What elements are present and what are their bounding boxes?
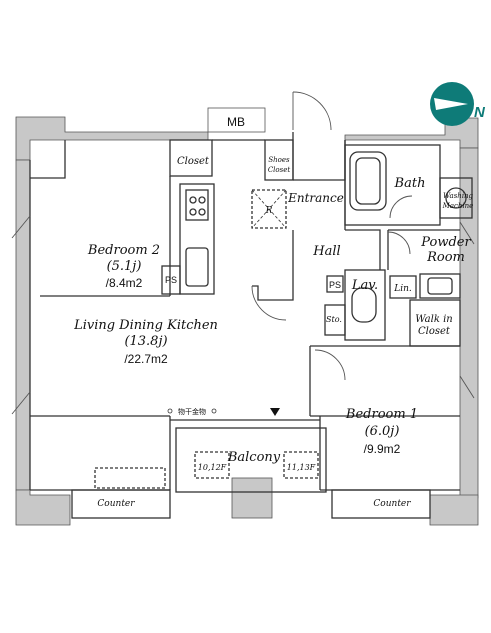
washing-machine-label-2: Machine [442,202,474,210]
ldk-area: /22.7m2 [124,352,168,366]
powder-room-label-1: Powder [420,235,471,250]
bath-label: Bath [394,176,426,191]
hall-label: Hall [312,244,340,259]
compass-letter: N [474,104,486,121]
entrance-label: Entrance [287,191,344,205]
ldk-size-j: (13.8j) [124,334,167,349]
exterior-walls [15,107,479,526]
ldk-name: Living Dining Kitchen [73,318,218,333]
shoes-closet-label-2: Closet [268,166,291,174]
shoes-closet-label-1: Shoes [268,156,290,164]
counter-right-label: Counter [373,499,411,509]
closet-label: Closet [177,156,210,167]
washing-machine-label-1: Washing [443,192,474,200]
ps-1-label: PS [165,275,177,285]
compass-icon: N [430,82,486,126]
refrigerator-label: R [265,206,273,216]
unit-floors-right: 11,13F [287,463,316,472]
interior-walls [29,132,473,519]
door-swings [11,91,475,415]
walk-in-closet-label-1: Walk in [415,314,452,325]
sto-label: Sto. [326,315,342,324]
drying-rack-hook-icon [167,408,173,414]
bedroom1-area: /9.9m2 [364,442,401,456]
entry-arrow-icon [270,408,280,416]
bedroom2-name: Bedroom 2 [87,243,160,258]
unit-floors-left: 10,12F [198,463,227,472]
bedroom2-size-j: (5.1j) [107,259,142,274]
lav-label: Lav. [351,278,378,293]
powder-room-label-2: Room [426,250,465,265]
drying-rack-hook-icon [211,408,217,414]
bedroom1-size-j: (6.0j) [365,424,400,439]
balcony-label: Balcony [227,450,281,465]
ps-2-label: PS [329,280,341,290]
mb-label: MB [227,115,245,129]
bedroom2-area: /8.4m2 [106,276,143,290]
counter-left-label: Counter [97,499,135,509]
drying-rack-label: 物干金物 [178,407,206,416]
walk-in-closet-label-2: Closet [418,326,451,337]
bedroom1-name: Bedroom 1 [345,407,418,422]
lin-label: Lin. [393,284,412,294]
